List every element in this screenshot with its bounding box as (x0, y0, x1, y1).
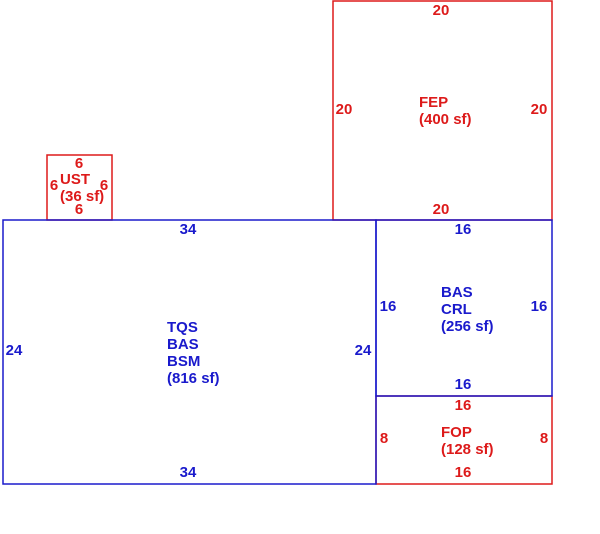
main-bas-area: 34 24 24 34 TQS BAS BSM (816 sf) (2, 219, 377, 485)
fop-top-dimension: 16 (455, 397, 472, 414)
fop-left-dimension: 8 (380, 430, 388, 447)
fep-name-label: FEP (419, 94, 448, 111)
main-bottom-dimension: 34 (180, 464, 197, 481)
fop-name-label: FOP (441, 424, 472, 441)
ust-bottom-dimension: 6 (75, 201, 83, 218)
fop-area-label: (128 sf) (441, 441, 494, 458)
main-left-dimension: 24 (6, 342, 23, 359)
crl-line2-label: CRL (441, 301, 472, 318)
fop-bottom-dimension: 16 (455, 464, 472, 481)
ust-right-dimension: 6 (100, 177, 108, 194)
crl-outline (375, 219, 553, 397)
fep-top-dimension: 20 (433, 2, 450, 19)
fop-area: 16 8 8 16 FOP (128 sf) (375, 395, 553, 485)
crl-top-dimension: 16 (455, 221, 472, 238)
fep-area: 20 20 20 20 FEP (400 sf) (332, 0, 553, 221)
fep-area-label: (400 sf) (419, 111, 472, 128)
crl-right-dimension: 16 (531, 298, 548, 315)
fop-right-dimension: 8 (540, 430, 548, 447)
main-line3-label: BSM (167, 353, 200, 370)
main-area-label: (816 sf) (167, 370, 220, 387)
crl-area-label: (256 sf) (441, 318, 494, 335)
main-top-dimension: 34 (180, 221, 197, 238)
main-line2-label: BAS (167, 336, 199, 353)
crl-left-dimension: 16 (380, 298, 397, 315)
main-right-dimension: 24 (355, 342, 372, 359)
fep-bottom-dimension: 20 (433, 201, 450, 218)
crl-bottom-dimension: 16 (455, 376, 472, 393)
ust-area: 6 6 6 6 UST (36 sf) (46, 154, 113, 221)
crl-area: 16 16 16 16 BAS CRL (256 sf) (375, 219, 553, 397)
ust-left-dimension: 6 (50, 177, 58, 194)
main-line1-label: TQS (167, 319, 198, 336)
ust-name-label: UST (60, 171, 90, 188)
fep-right-dimension: 20 (531, 101, 548, 118)
crl-line1-label: BAS (441, 284, 473, 301)
ust-area-label: (36 sf) (60, 188, 104, 205)
ust-top-dimension: 6 (75, 155, 83, 172)
fep-left-dimension: 20 (336, 101, 353, 118)
